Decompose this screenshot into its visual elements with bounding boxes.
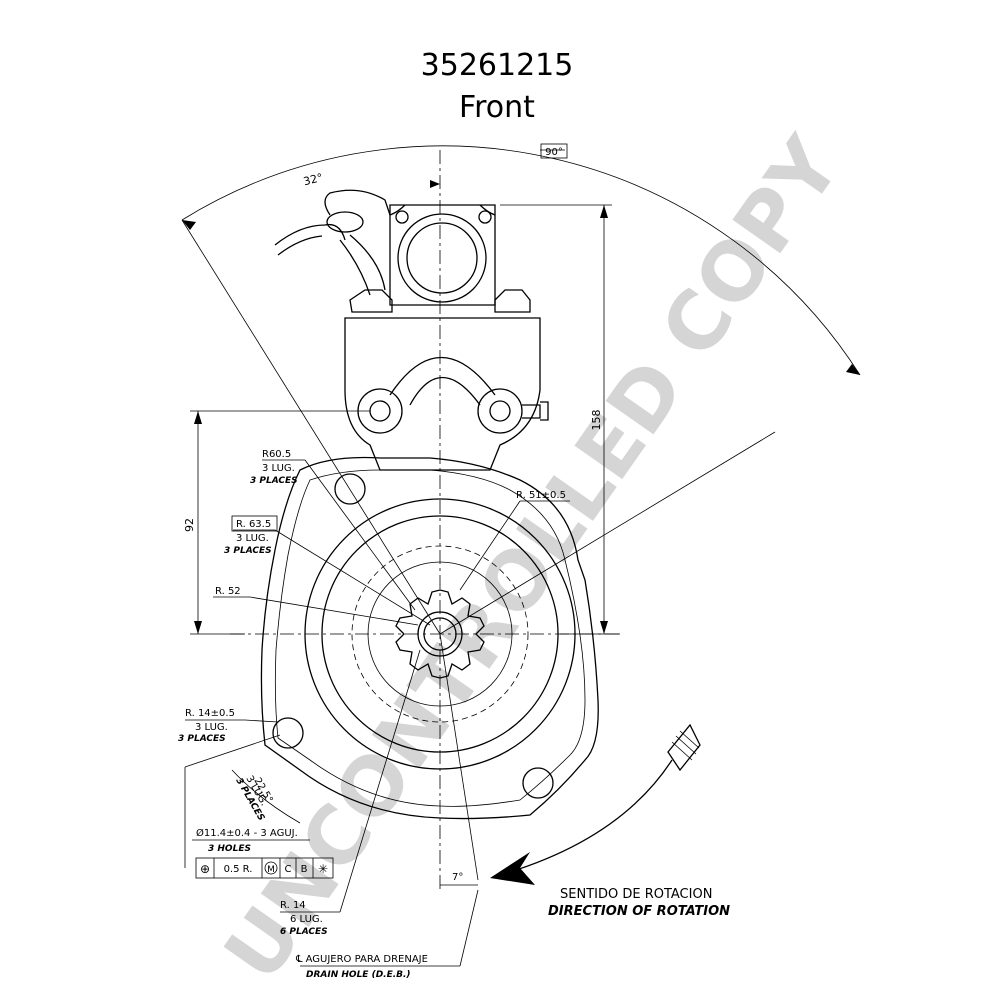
rotation-label-es: SENTIDO DE ROTACION xyxy=(560,887,712,902)
r14-lug: 6 LUG. xyxy=(290,914,323,925)
tolerance-datum-c: C xyxy=(285,864,292,875)
pinion-gear xyxy=(395,589,485,679)
r52-label: R. 52 xyxy=(215,586,241,597)
dimension-92 xyxy=(190,410,370,635)
part-number-title: 35261215 xyxy=(421,48,574,83)
dimension-158 xyxy=(500,204,620,635)
housing-upper xyxy=(344,317,549,471)
drain-label-en: DRAIN HOLE (D.E.B.) xyxy=(306,970,411,980)
r51-label: R. 51±0.5 xyxy=(516,490,566,501)
rotation-arrow xyxy=(490,723,701,885)
r14-05-lug: 3 LUG. xyxy=(195,722,228,733)
angle-7-label: 7° xyxy=(452,872,463,883)
tolerance-datum-b: B xyxy=(301,864,308,875)
r14-places: 6 PLACES xyxy=(280,927,328,937)
r63-5-label: R. 63.5 xyxy=(236,519,271,530)
drive-housing xyxy=(260,456,599,820)
angle-90-box xyxy=(540,143,568,159)
centerlines xyxy=(181,150,776,890)
solenoid xyxy=(274,189,531,313)
r63-5-lug: 3 LUG. xyxy=(236,533,269,544)
angle-32-label: 32° xyxy=(302,171,324,188)
geometric-tolerance-frame xyxy=(195,857,334,879)
rotation-label-en: DIRECTION OF ROTATION xyxy=(548,904,730,919)
tolerance-modifier: M xyxy=(267,865,275,875)
r14-label: R. 14 xyxy=(280,900,306,911)
view-title: Front xyxy=(459,90,535,125)
leader-lines xyxy=(184,459,570,967)
r60-5-lug: 3 LUG. xyxy=(262,463,295,474)
dimension-158-label: 158 xyxy=(590,410,603,431)
angle-90-label: 90° xyxy=(545,147,563,158)
r63-5-box xyxy=(231,515,278,532)
tolerance-symbol: ⊕ xyxy=(200,862,210,876)
holes-label: Ø11.4±0.4 - 3 AGUJ. xyxy=(196,827,298,839)
angle-dimension-arc xyxy=(181,143,861,376)
drain-label: ℄ AGUJERO PARA DRENAJE xyxy=(295,954,428,965)
r14-05-label: R. 14±0.5 xyxy=(185,708,235,719)
r14-05-places: 3 PLACES xyxy=(178,734,226,744)
r60-5-places: 3 PLACES xyxy=(250,476,298,486)
holes-label-en: 3 HOLES xyxy=(208,844,251,854)
dimension-92-label: 92 xyxy=(183,518,196,532)
tolerance-star: ✳ xyxy=(318,862,328,876)
r63-5-places: 3 PLACES xyxy=(224,546,272,556)
r60-5-label: R60.5 xyxy=(262,449,291,460)
tolerance-value: 0.5 R. xyxy=(224,864,253,875)
